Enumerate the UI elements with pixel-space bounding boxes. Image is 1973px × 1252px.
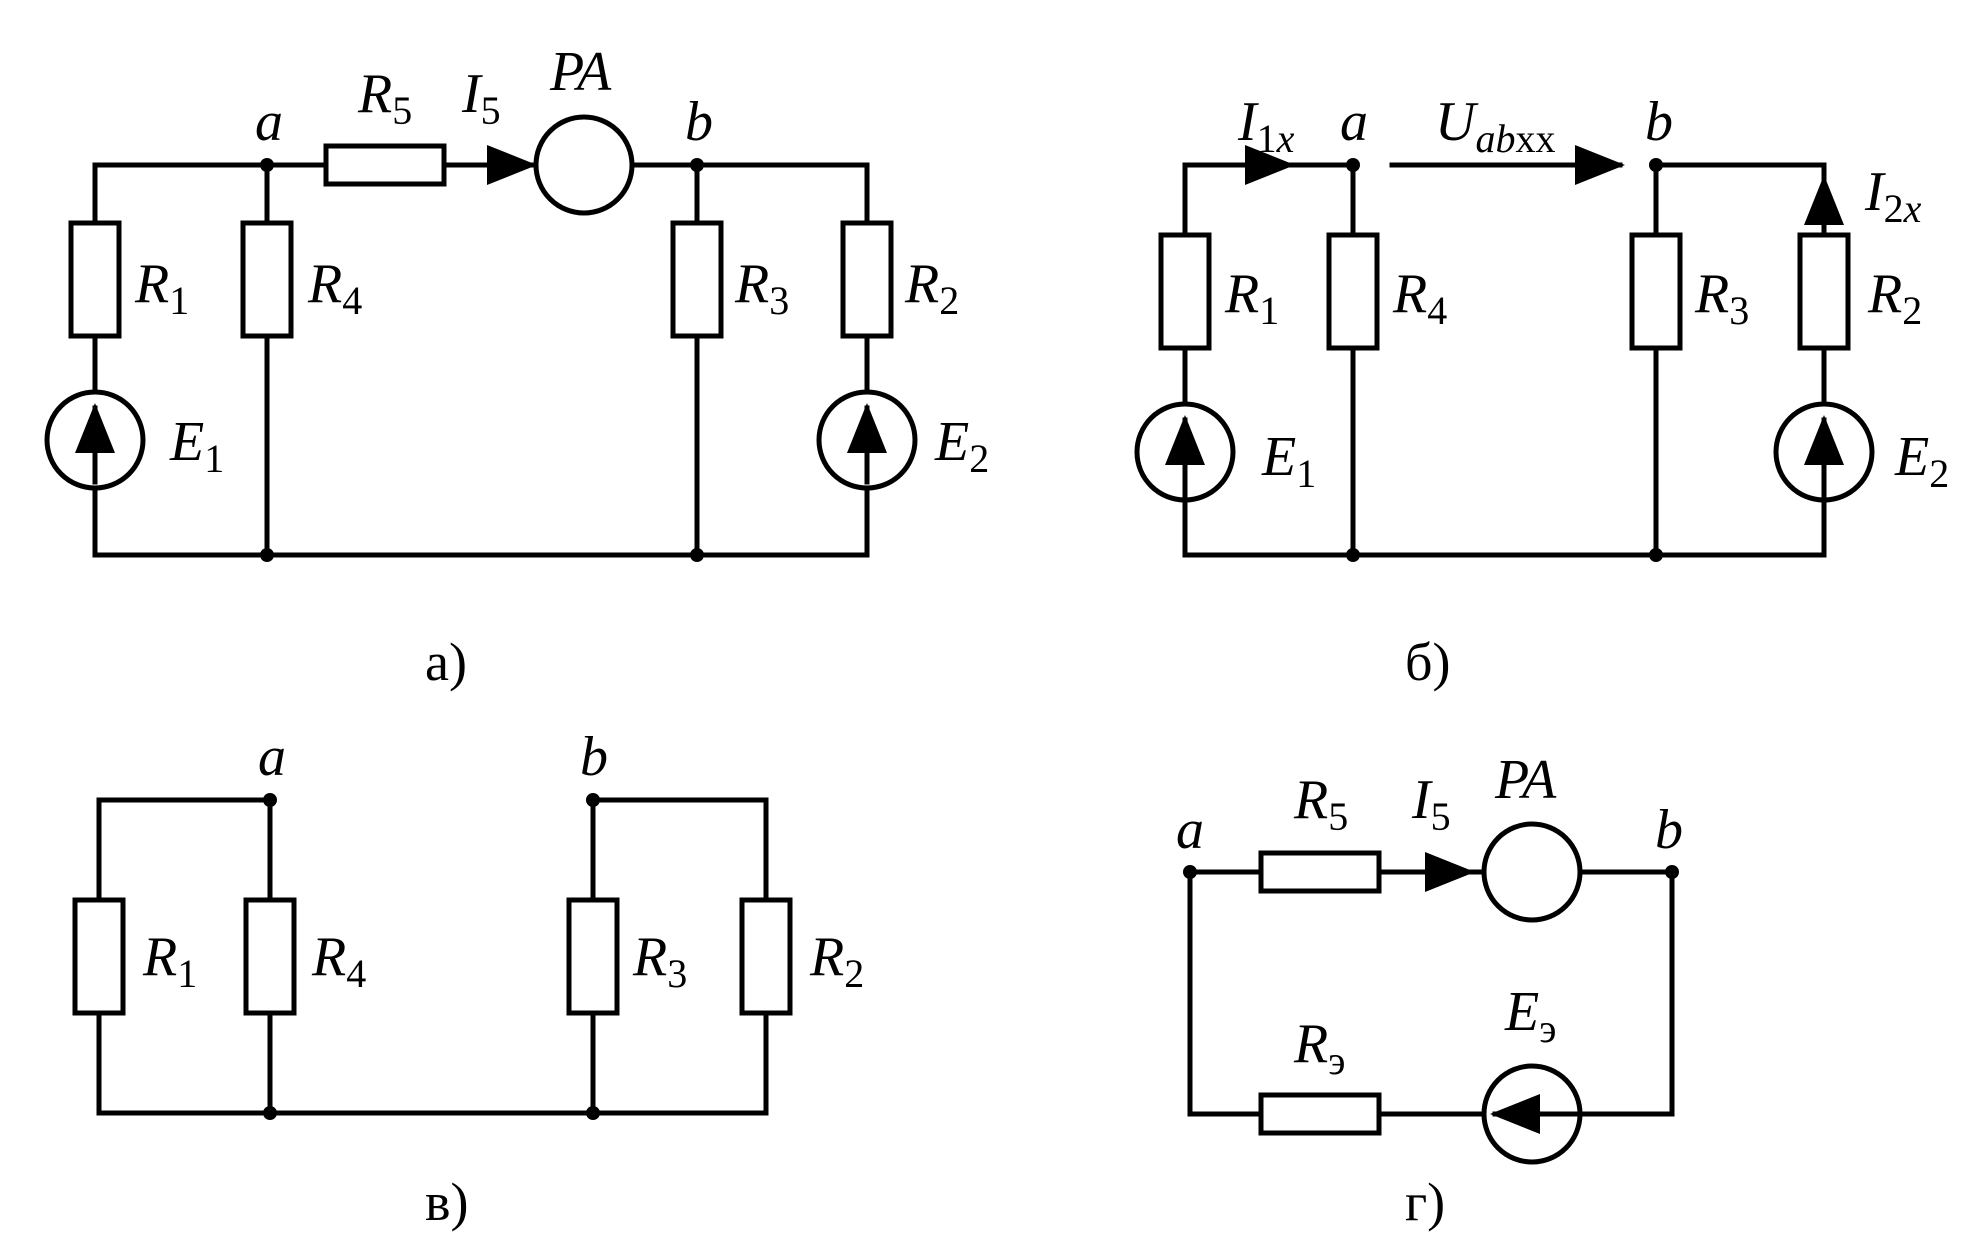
- resistor-c-r2: [739, 897, 793, 1016]
- wire-c-right-loop: [590, 797, 769, 903]
- wire-d-left: [1187, 869, 1263, 1117]
- resistor-a-r5: [323, 143, 447, 187]
- resistor-a-r4: [240, 220, 294, 339]
- ammeter-a: [533, 114, 635, 216]
- label-a-r4: R4: [307, 253, 362, 323]
- label-d-node-a: a: [1176, 799, 1204, 861]
- node-c-bottom-right: [586, 1106, 600, 1120]
- label-c-r4: R4: [311, 926, 366, 996]
- resistor-c-r4: [243, 897, 297, 1016]
- wire-a-bottom: [92, 479, 870, 558]
- node-a-a: [260, 158, 274, 172]
- label-a-node-a: a: [255, 91, 283, 153]
- node-b-bottom-right: [1649, 548, 1663, 562]
- label-c-node-a: a: [258, 726, 286, 788]
- label-a-i5: I5: [461, 63, 501, 133]
- label-b-node-b: b: [1645, 91, 1673, 153]
- node-b-bottom-left: [1346, 548, 1360, 562]
- label-b-i2x: I2x: [1864, 161, 1922, 231]
- diagram-b: R1 R4 R3 R2 I1x I2x Uabхх a b E1 E2 б): [1134, 91, 1949, 692]
- resistor-d-r5: [1258, 850, 1382, 894]
- label-b-r2: R2: [1867, 263, 1922, 333]
- label-a-r5: R5: [357, 63, 412, 133]
- resistor-a-r3: [670, 220, 724, 339]
- label-b-r1: R1: [1224, 263, 1279, 333]
- label-a-node-b: b: [685, 91, 713, 153]
- resistor-d-re: [1258, 1092, 1382, 1136]
- label-a-r3: R3: [734, 253, 789, 323]
- label-b-node-a: a: [1340, 91, 1368, 153]
- node-c-b: [586, 793, 600, 807]
- wire-b-left-top: [1182, 162, 1356, 238]
- label-b-uabxx: Uabхх: [1435, 91, 1555, 161]
- node-c-bottom-left: [263, 1106, 277, 1120]
- wire-b-right-top: [1653, 162, 1827, 238]
- resistor-c-r3: [566, 897, 620, 1016]
- node-d-b: [1665, 865, 1679, 879]
- node-a-bottom-right: [690, 548, 704, 562]
- ammeter-d: [1481, 821, 1583, 923]
- diagram-a: R1 R4 R3 R2 R5 I5 PA a b E1 E2 а): [44, 41, 989, 692]
- label-c-r3: R3: [632, 926, 687, 996]
- diagram-d: R5 I5 PA a b Rэ Eэ г): [1176, 749, 1683, 1232]
- node-b-b: [1649, 158, 1663, 172]
- label-b-e1: E1: [1261, 426, 1316, 496]
- label-d-i5: I5: [1411, 769, 1451, 839]
- label-d-pa: PA: [1494, 749, 1557, 811]
- label-c-r2: R2: [809, 926, 864, 996]
- caption-a: а): [425, 632, 467, 692]
- wire-b-bottom: [1182, 492, 1827, 558]
- wire-a-ammeter-right: [630, 162, 870, 228]
- label-d-re: Rэ: [1293, 1013, 1345, 1083]
- label-a-e2: E2: [934, 411, 989, 481]
- wire-d-ammeter-b: [1577, 869, 1675, 1117]
- resistor-a-r1: [68, 220, 122, 339]
- node-c-a: [263, 793, 277, 807]
- label-a-r1: R1: [134, 253, 189, 323]
- resistor-b-r4: [1326, 232, 1380, 351]
- wire-c-left-loop: [96, 797, 273, 903]
- label-c-r1: R1: [142, 926, 197, 996]
- diagram-c: R1 R4 R3 R2 a b в): [72, 726, 864, 1232]
- label-a-pa: PA: [549, 41, 612, 103]
- node-b-a: [1346, 158, 1360, 172]
- resistor-c-r1: [72, 897, 126, 1016]
- label-b-i1x: I1x: [1237, 91, 1295, 161]
- label-a-e1: E1: [169, 411, 224, 481]
- label-b-r4: R4: [1392, 263, 1447, 333]
- label-d-node-b: b: [1655, 799, 1683, 861]
- caption-b: б): [1405, 632, 1450, 692]
- node-a-bottom-left: [260, 548, 274, 562]
- resistor-b-r2: [1797, 232, 1851, 351]
- caption-d: г): [1405, 1172, 1445, 1232]
- resistor-b-r1: [1158, 232, 1212, 351]
- label-b-r3: R3: [1694, 263, 1749, 333]
- resistor-b-r3: [1629, 232, 1683, 351]
- wire-c-bottom: [96, 1010, 769, 1116]
- resistor-a-r2: [840, 220, 894, 339]
- label-a-r2: R2: [904, 253, 959, 323]
- label-c-node-b: b: [580, 726, 608, 788]
- node-d-a: [1183, 865, 1197, 879]
- label-d-ee: Eэ: [1504, 981, 1556, 1051]
- label-d-r5: R5: [1293, 769, 1348, 839]
- label-b-e2: E2: [1894, 426, 1949, 496]
- node-a-b: [690, 158, 704, 172]
- caption-c: в): [425, 1172, 468, 1232]
